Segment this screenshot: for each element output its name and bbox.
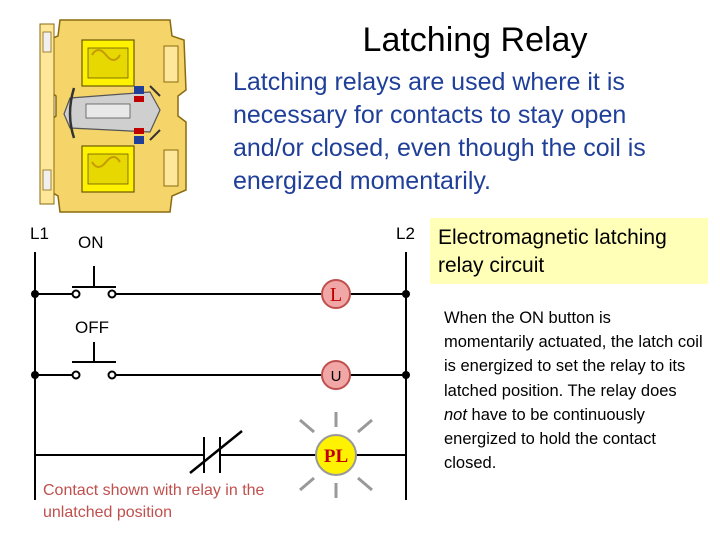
explanation-part2: have to be continuously energized to hol… bbox=[444, 405, 656, 473]
circuit-caption: Electromagnetic latching relay circuit bbox=[430, 218, 708, 284]
latch-coil: L bbox=[321, 279, 351, 309]
pilot-light-icon: PL bbox=[299, 412, 373, 498]
off-button-label: OFF bbox=[75, 318, 109, 337]
explanation-text: When the ON button is momentarily actuat… bbox=[444, 306, 704, 475]
rung-latch bbox=[31, 266, 410, 299]
contact-note: Contact shown with relay in the unlatche… bbox=[43, 482, 265, 521]
terminal-l1: L1 bbox=[30, 224, 49, 243]
terminal-l2: L2 bbox=[396, 224, 415, 243]
pilot-light-label: PL bbox=[324, 446, 348, 467]
latch-coil-label: L bbox=[330, 284, 342, 306]
on-button-label: ON bbox=[78, 233, 104, 252]
slide-subtitle: Latching relays are used where it is nec… bbox=[233, 68, 646, 195]
unlatch-coil: U bbox=[321, 360, 351, 390]
unlatch-coil-label: U bbox=[331, 368, 342, 385]
explanation-emphasis: not bbox=[444, 405, 467, 424]
rung-unlatch bbox=[31, 342, 410, 380]
explanation-part1: When the ON button is momentarily actuat… bbox=[444, 309, 703, 400]
rung-pilot bbox=[35, 430, 406, 474]
nc-contact-slash bbox=[189, 430, 243, 474]
relay-photo-icon bbox=[37, 18, 189, 214]
slide-title: Latching Relay bbox=[362, 21, 588, 59]
